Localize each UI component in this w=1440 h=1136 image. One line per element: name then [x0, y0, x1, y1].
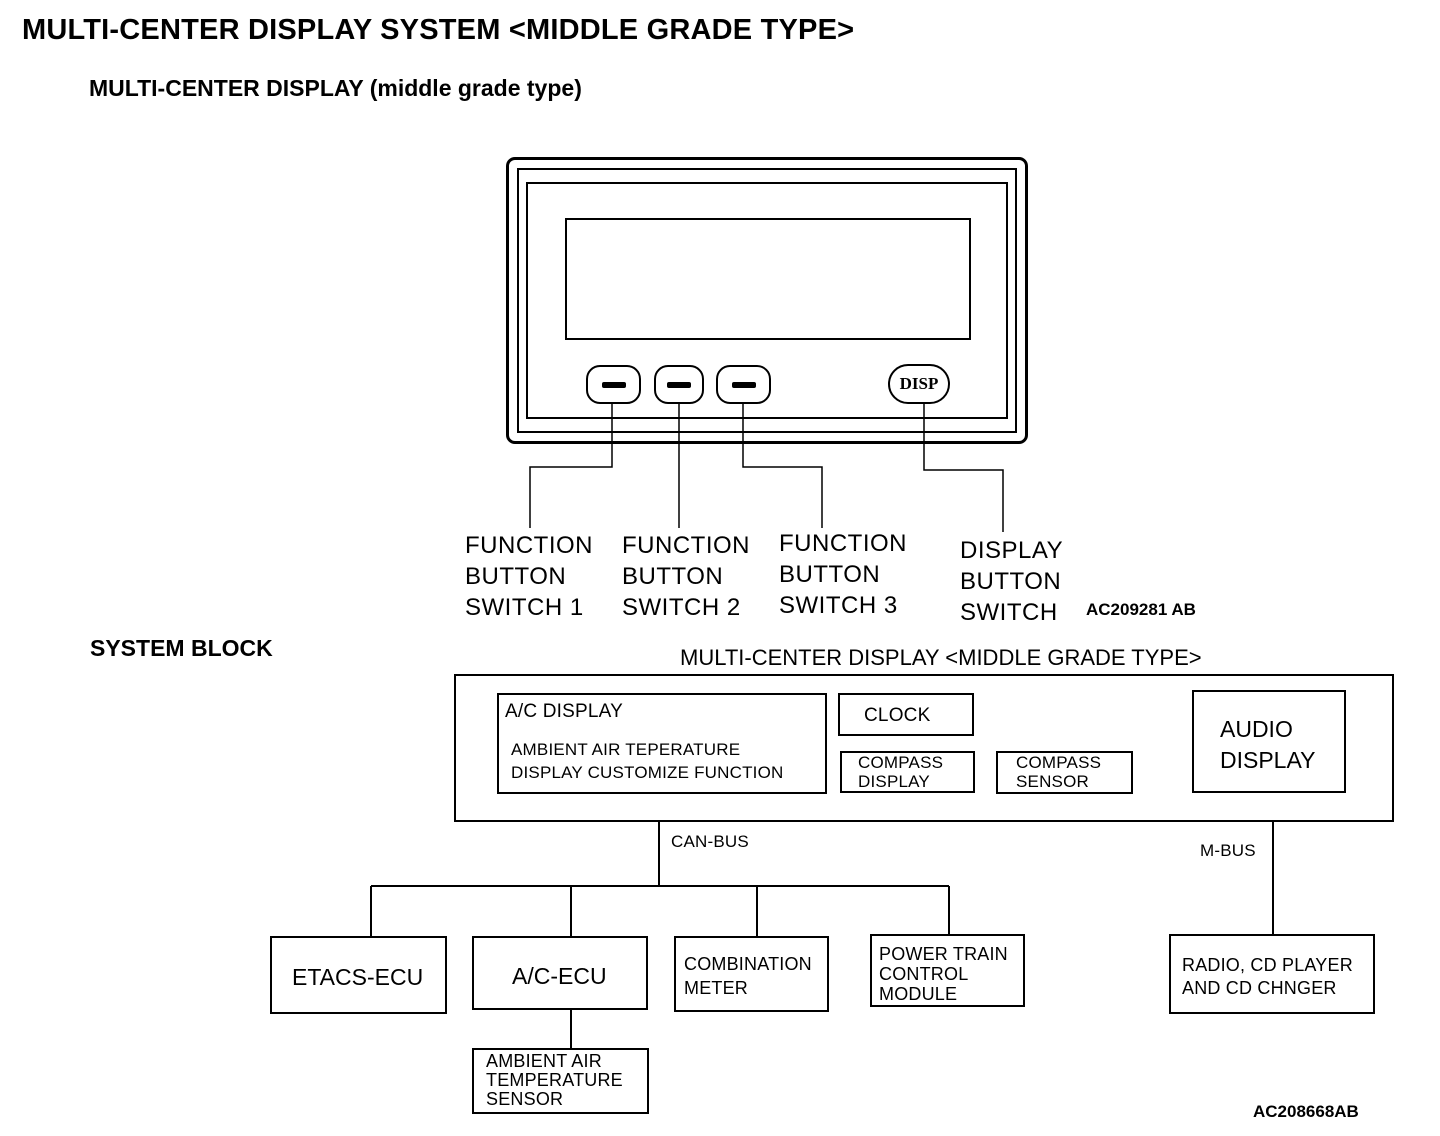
clock-box: CLOCK — [838, 693, 974, 736]
can-bus-label: CAN-BUS — [671, 832, 749, 851]
figure-code-device: AC209281 AB — [1086, 600, 1196, 619]
ac-display-line-2: DISPLAY CUSTOMIZE FUNCTION — [511, 763, 784, 782]
display-unit-inner-frame — [517, 168, 1017, 433]
dash-icon — [731, 381, 756, 388]
ac-display-title: A/C DISPLAY — [505, 701, 623, 722]
dash-icon — [667, 381, 691, 388]
page-title: MULTI-CENTER DISPLAY SYSTEM <MIDDLE GRAD… — [22, 14, 855, 46]
function-button-2[interactable] — [654, 365, 704, 404]
multi-center-display-container-label: MULTI-CENTER DISPLAY <MIDDLE GRADE TYPE> — [680, 645, 1202, 670]
display-unit-bezel — [506, 157, 1028, 444]
function-button-1[interactable] — [586, 365, 641, 404]
disp-button[interactable]: DISP — [888, 364, 950, 404]
etacs-ecu-box: ETACS-ECU — [270, 936, 447, 1014]
ac-display-line-1: AMBIENT AIR TEPERATURE — [511, 740, 741, 759]
ac-ecu-label: A/C-ECU — [512, 963, 607, 989]
m-bus-label: M-BUS — [1200, 841, 1256, 860]
display-screen — [565, 218, 971, 340]
display-unit-face — [526, 182, 1008, 419]
figure-code-system-block: AC208668AB — [1253, 1102, 1359, 1121]
ac-display-box: A/C DISPLAY AMBIENT AIR TEPERATURE DISPL… — [497, 693, 827, 794]
etacs-ecu-label: ETACS-ECU — [292, 964, 424, 990]
clock-label: CLOCK — [864, 705, 931, 726]
ac-ecu-box: A/C-ECU — [472, 936, 648, 1010]
system-block-heading: SYSTEM BLOCK — [90, 635, 273, 661]
diagram-subtitle: MULTI-CENTER DISPLAY (middle grade type) — [89, 75, 582, 101]
dash-icon — [601, 381, 626, 388]
